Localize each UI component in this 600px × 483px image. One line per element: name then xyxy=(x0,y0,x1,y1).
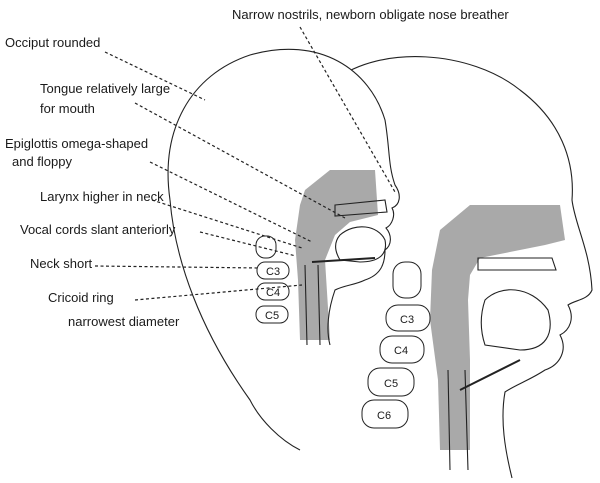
label-vocal-cords: Vocal cords slant anteriorly xyxy=(20,222,176,237)
adult-palate xyxy=(477,257,557,271)
label-neck: Neck short xyxy=(30,256,93,271)
infant-head: C3 C4 C5 xyxy=(167,48,400,451)
svg-text:C5: C5 xyxy=(265,310,279,322)
adult-vertebrae: C3 C4 C5 C6 xyxy=(361,304,431,429)
infant-vertebra-top xyxy=(255,235,277,259)
label-larynx: Larynx higher in neck xyxy=(40,189,164,204)
svg-text:C3: C3 xyxy=(266,266,280,278)
label-cricoid-2: narrowest diameter xyxy=(68,314,180,329)
infant-airway-shading xyxy=(295,170,378,340)
infant-tongue xyxy=(334,226,387,263)
labels: Narrow nostrils, newborn obligate nose b… xyxy=(5,7,509,329)
infant-neck-back xyxy=(169,199,301,451)
adult-tongue xyxy=(480,289,551,351)
infant-head-outline xyxy=(167,48,400,346)
svg-text:C5: C5 xyxy=(384,378,398,390)
label-nostrils: Narrow nostrils, newborn obligate nose b… xyxy=(232,7,509,22)
svg-text:C4: C4 xyxy=(394,345,408,357)
leader-lines xyxy=(94,26,396,301)
adult-vertebra-top xyxy=(392,261,422,299)
label-epiglottis-2: and floppy xyxy=(12,154,72,169)
svg-text:C3: C3 xyxy=(400,314,414,326)
svg-text:C6: C6 xyxy=(377,410,391,422)
adult-airway-shading xyxy=(430,205,565,450)
adult-head: C3 C4 C5 C6 xyxy=(334,56,593,479)
adult-head-outline xyxy=(334,56,593,479)
infant-vertebrae: C3 C4 C5 xyxy=(255,261,290,324)
label-tongue-2: for mouth xyxy=(40,101,95,116)
label-occiput: Occiput rounded xyxy=(5,35,100,50)
label-tongue: Tongue relatively large xyxy=(40,81,170,96)
svg-text:C4: C4 xyxy=(266,287,280,299)
label-epiglottis: Epiglottis omega-shaped xyxy=(5,136,148,151)
label-cricoid: Cricoid ring xyxy=(48,290,114,305)
